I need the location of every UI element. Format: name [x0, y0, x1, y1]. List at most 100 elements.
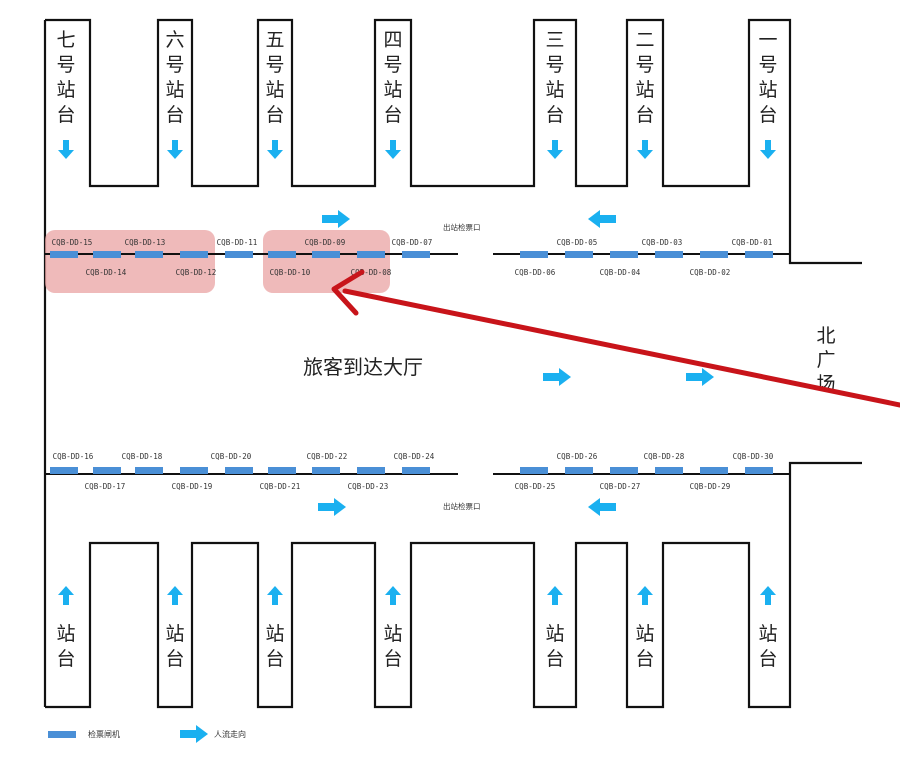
flow-arrow-up — [637, 586, 653, 605]
top-platform-label-char: 五 — [265, 29, 284, 51]
gate-marker — [268, 467, 296, 474]
legend-gate-label: 检票闸机 — [88, 729, 120, 739]
bottom-platform-label-char: 站 — [758, 623, 777, 645]
top-platform-label-char: 站 — [545, 79, 564, 101]
flow-arrow-up — [760, 586, 776, 605]
top-platform-label-char: 二 — [635, 29, 654, 51]
top-platform-label-char: 号 — [56, 54, 75, 76]
gate-marker — [745, 467, 773, 474]
gate-marker — [357, 467, 385, 474]
gate-marker — [610, 251, 638, 258]
gate-code-label: CQB-DD-02 — [690, 268, 731, 277]
gate-marker — [655, 251, 683, 258]
gate-marker — [402, 467, 430, 474]
flow-arrow-down — [637, 140, 653, 159]
legend-arrow-icon — [180, 725, 208, 743]
gate-code-label: CQB-DD-23 — [348, 482, 389, 491]
gate-marker — [565, 467, 593, 474]
gate-code-label: CQB-DD-15 — [52, 238, 93, 247]
bottom-platform-label-char: 台 — [545, 648, 564, 670]
top-platform-label-char: 台 — [56, 104, 75, 126]
gate-code-label: CQB-DD-28 — [644, 452, 685, 461]
north-square-label: 北广场 — [816, 325, 835, 395]
top-platform-label-char: 站 — [635, 79, 654, 101]
flow-arrow-up — [385, 586, 401, 605]
gate-marker — [135, 251, 163, 258]
hall-label: 旅客到达大厅 — [303, 355, 423, 379]
top-platform-label-char: 七 — [56, 29, 75, 51]
gate-code-label: CQB-DD-08 — [351, 268, 392, 277]
gate-marker — [135, 467, 163, 474]
top-platform-label-char: 台 — [635, 104, 654, 126]
top-platform-label-char: 六 — [165, 29, 184, 51]
top-platform-label-char: 四 — [383, 29, 402, 51]
flow-arrow-down — [547, 140, 563, 159]
bottom-platform-label-char: 站 — [265, 623, 284, 645]
top-platform-label-char: 站 — [383, 79, 402, 101]
bottom-platform-label-char: 站 — [635, 623, 654, 645]
gate-code-label: CQB-DD-01 — [732, 238, 773, 247]
top-platform-label-char: 号 — [265, 54, 284, 76]
gate-code-label: CQB-DD-13 — [125, 238, 166, 247]
flow-arrow-right — [686, 368, 714, 386]
gate-code-label: CQB-DD-04 — [600, 268, 641, 277]
gate-code-label: CQB-DD-14 — [86, 268, 127, 277]
flow-arrow-down — [385, 140, 401, 159]
bottom-platform-label-char: 台 — [265, 648, 284, 670]
bottom-platform-label-char: 台 — [635, 648, 654, 670]
gate-code-label: CQB-DD-24 — [394, 452, 435, 461]
top-platform-label-char: 台 — [165, 104, 184, 126]
top-platform-label-char: 一 — [758, 29, 777, 51]
gate-marker — [50, 251, 78, 258]
gate-marker — [610, 467, 638, 474]
gate-code-label: CQB-DD-19 — [172, 482, 213, 491]
flow-arrow-up — [58, 586, 74, 605]
gate-code-label: CQB-DD-11 — [217, 238, 258, 247]
gate-code-label: CQB-DD-03 — [642, 238, 683, 247]
gate-marker — [180, 251, 208, 258]
flow-arrow-up — [167, 586, 183, 605]
bottom-platform-label-char: 站 — [56, 623, 75, 645]
flow-arrow-left — [588, 210, 616, 228]
top-platform-label-char: 站 — [56, 79, 75, 101]
flow-arrow-up — [267, 586, 283, 605]
gate-code-label: CQB-DD-12 — [176, 268, 217, 277]
bottom-platform-label-char: 站 — [545, 623, 564, 645]
north-square-char: 广 — [816, 349, 835, 371]
gate-marker — [312, 467, 340, 474]
flow-arrow-right — [318, 498, 346, 516]
gate-marker — [312, 251, 340, 258]
walls — [43, 18, 862, 709]
flow-arrow-right — [543, 368, 571, 386]
top-platform-label-char: 站 — [265, 79, 284, 101]
gate-marker — [268, 251, 296, 258]
gate-marker — [700, 467, 728, 474]
highlight-box-left — [45, 230, 215, 293]
flow-arrow-down — [58, 140, 74, 159]
bottom-platform-label-char: 台 — [383, 648, 402, 670]
legend: 检票闸机 人流走向 — [48, 725, 246, 743]
platform-labels: 七号站台六号站台五号站台四号站台三号站台二号站台一号站台站台站台站台站台站台站台… — [56, 29, 777, 670]
gate-marker — [520, 467, 548, 474]
flow-arrow-up — [547, 586, 563, 605]
gate-code-label: CQB-DD-21 — [260, 482, 301, 491]
flow-arrow-down — [167, 140, 183, 159]
north-square-char: 北 — [816, 325, 835, 347]
gate-code-label: CQB-DD-29 — [690, 482, 731, 491]
gate-marker — [50, 467, 78, 474]
legend-gate-swatch — [48, 731, 76, 738]
bottom-platform-label-char: 站 — [165, 623, 184, 645]
top-platform-label-char: 站 — [758, 79, 777, 101]
gate-marker — [520, 251, 548, 258]
top-platform-label-char: 三 — [545, 29, 564, 51]
gate-marker — [357, 251, 385, 258]
gate-code-label: CQB-DD-09 — [305, 238, 346, 247]
top-platform-label-char: 号 — [758, 54, 777, 76]
gate-code-label: CQB-DD-06 — [515, 268, 556, 277]
top-platform-label-char: 号 — [545, 54, 564, 76]
top-platform-label-char: 台 — [758, 104, 777, 126]
gate-code-label: CQB-DD-16 — [53, 452, 94, 461]
gate-code-label: CQB-DD-30 — [733, 452, 774, 461]
gate-marker — [700, 251, 728, 258]
